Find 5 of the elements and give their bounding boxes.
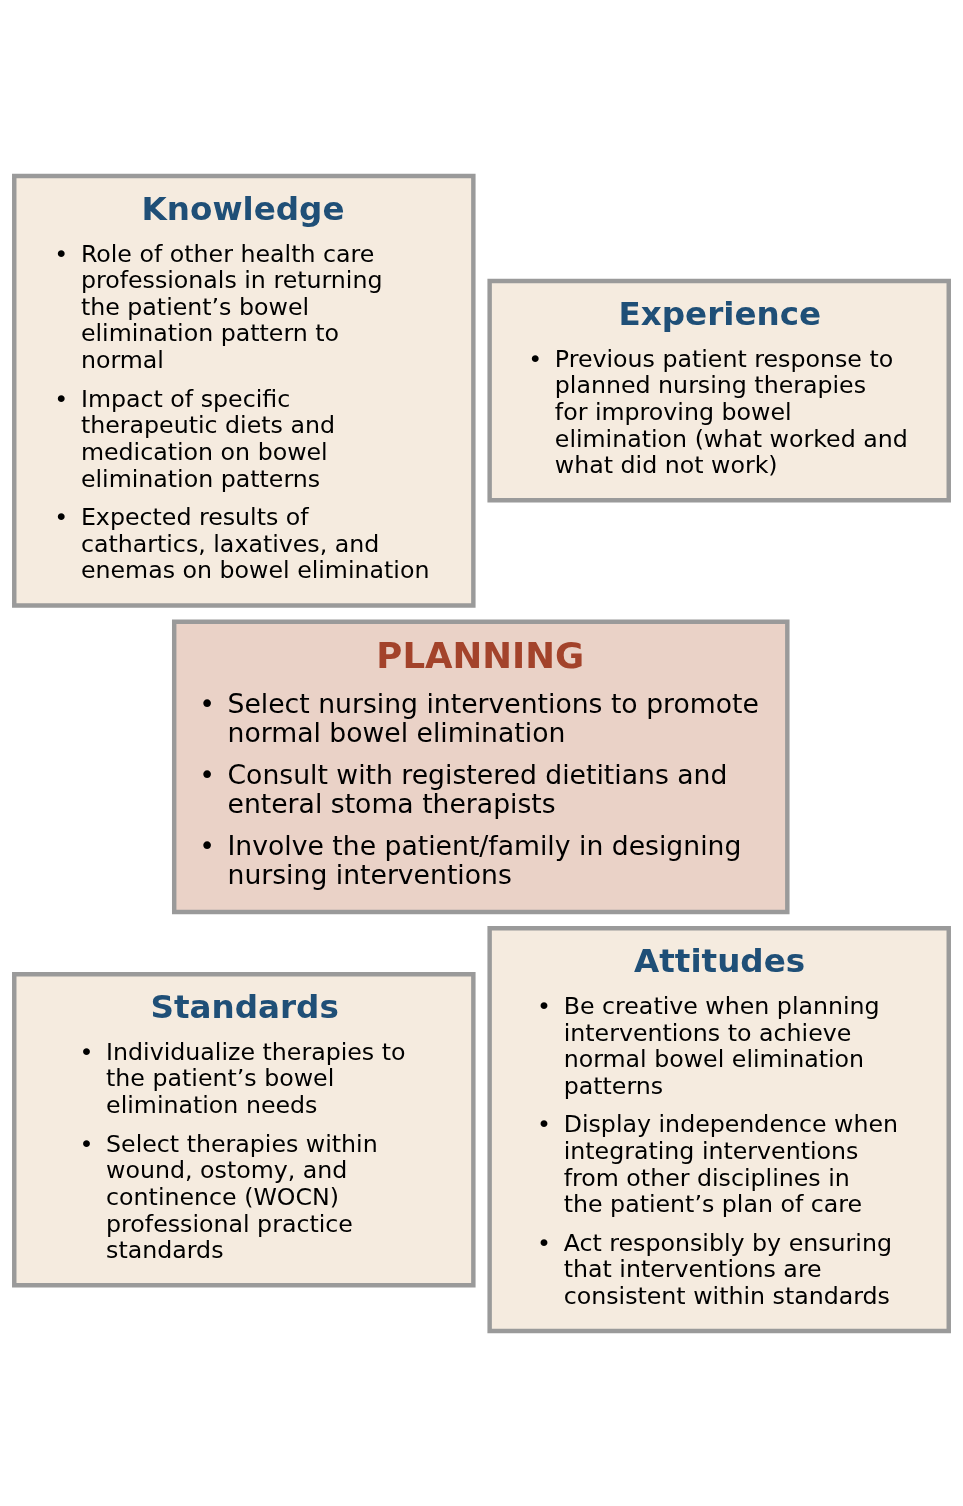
node-box: Attitudes • Be creative when planning interventions to achieve normal bowel elimination patterns • Display independence when integrating interventions from other disciplines in the patient’s plan of care • Act responsibly by ensuring that interventions are consistent within standards — [487, 925, 951, 1333]
node-box: Knowledge • Role of other health care professionals in returning the patient’s bowel elimination pattern to normal • Impact of specific therapeutic diets and medication on bowel elimination patterns • Expected results of cathartics, laxatives, and enemas on bowel elimination — [12, 173, 476, 608]
node-box: Standards • Individualize therapies to the patient’s bowel elimination needs • Select therapies within wound, ostomy, and continence (WOCN) professional practice standards — [12, 971, 476, 1287]
node-box: Experience • Previous patient response to planned nursing therapies for improving bowel elimination (what worked and what did not work) — [487, 278, 951, 502]
node-box: PLANNING • Select nursing interventions to promote normal bowel elimination • Consult with registered dietitians and enteral stoma therapists • Involve the patient/family in designing nursing interventions — [172, 618, 790, 914]
